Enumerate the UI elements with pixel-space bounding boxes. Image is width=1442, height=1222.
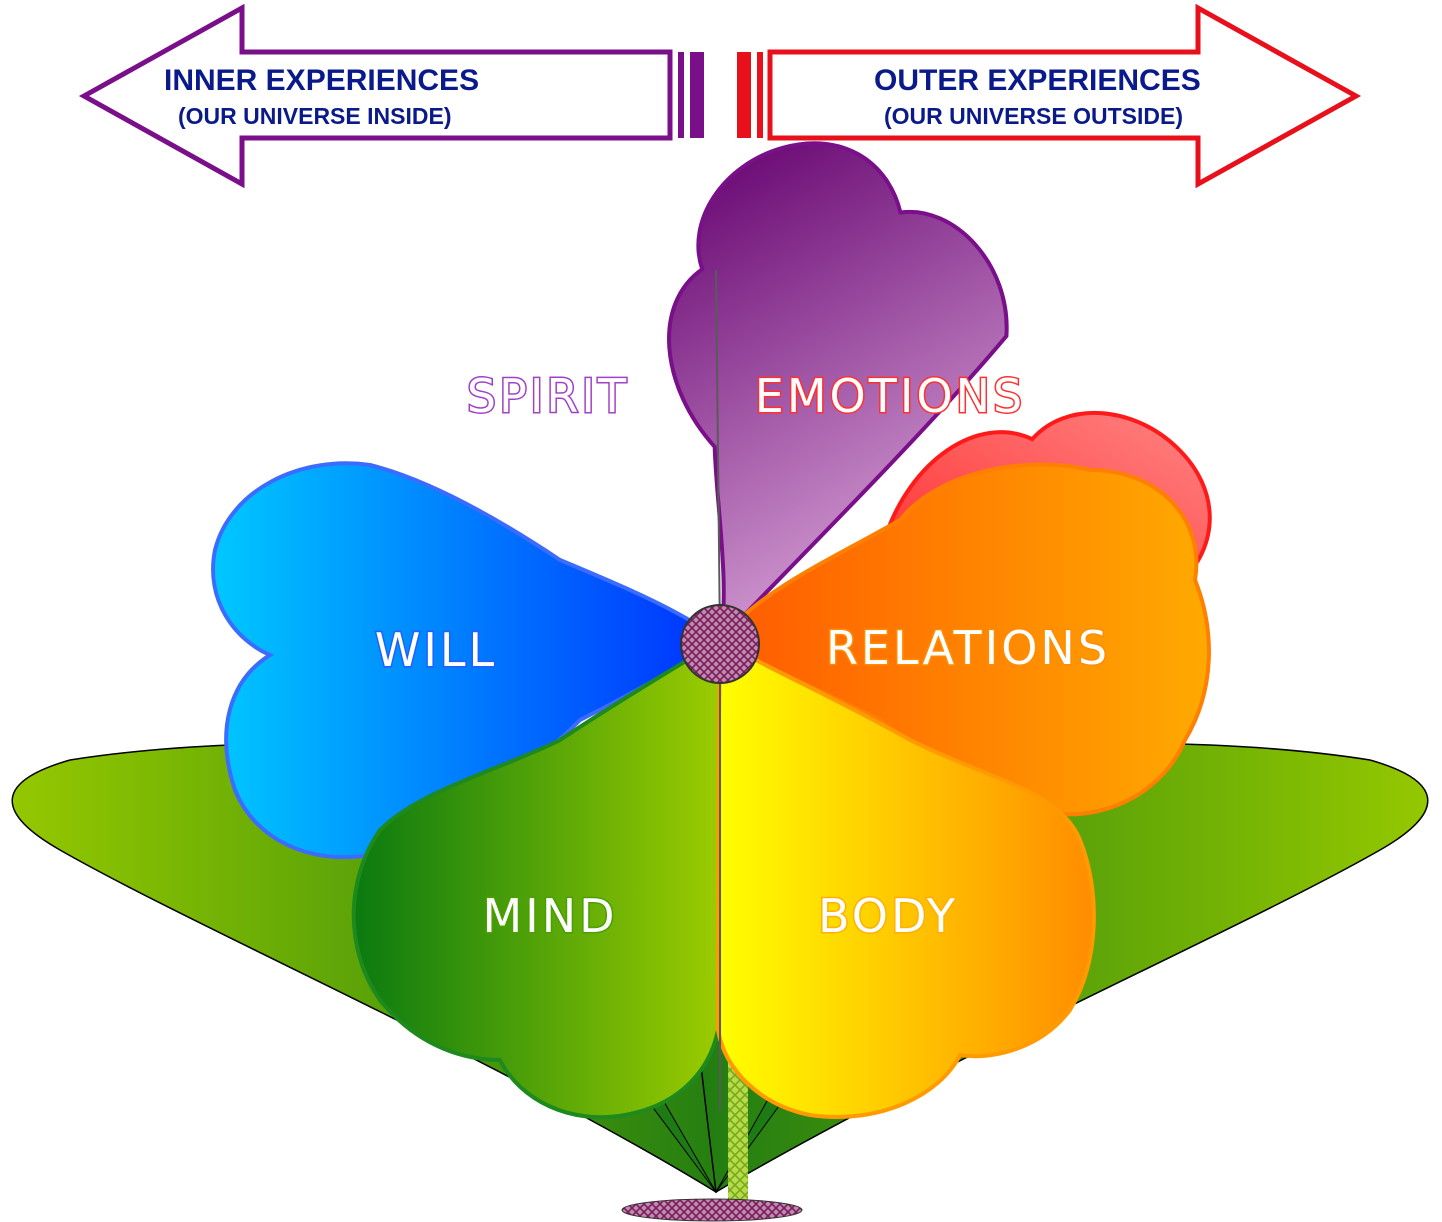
petal-mind: MIND — [351, 636, 724, 1120]
flower-center — [680, 604, 760, 684]
petal-label-mind: MIND — [482, 889, 617, 943]
petal-spirit: SPIRIT — [465, 141, 1009, 647]
inner-arrow-subtitle: (OUR UNIVERSE INSIDE) — [178, 103, 451, 129]
outer-arrow-subtitle: (OUR UNIVERSE OUTSIDE) — [884, 103, 1183, 129]
inner-experiences-arrow: INNER EXPERIENCES (OUR UNIVERSE INSIDE) — [78, 3, 704, 189]
petal-label-relations: RELATIONS — [826, 621, 1110, 675]
petal-label-will: WILL — [375, 623, 497, 677]
petal-dividers — [715, 269, 721, 1110]
petal-will: WILL — [211, 461, 724, 860]
petal-body: BODY — [715, 636, 1096, 1119]
petal-label-body: BODY — [818, 889, 958, 943]
outer-experiences-arrow: OUTER EXPERIENCES (OUR UNIVERSE OUTSIDE) — [737, 3, 1362, 189]
petal-label-spirit: SPIRIT — [467, 369, 629, 423]
outer-arrow-title: OUTER EXPERIENCES — [874, 64, 1201, 97]
petal-label-emotions: EMOTIONS — [755, 369, 1025, 423]
flower-pot-base — [621, 1198, 803, 1222]
petal-relations: RELATIONS — [717, 462, 1211, 817]
inner-arrow-title: INNER EXPERIENCES — [164, 64, 479, 97]
